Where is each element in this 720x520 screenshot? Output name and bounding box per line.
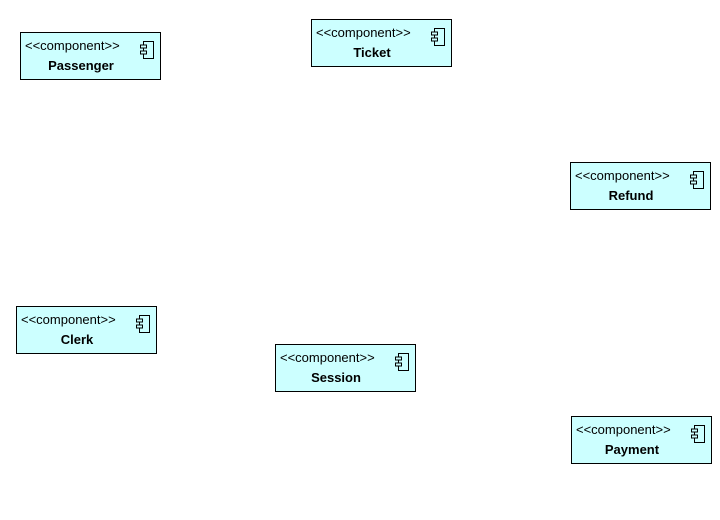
component-icon <box>140 41 154 59</box>
component-refund[interactable]: <<component>> Refund <box>570 162 711 210</box>
component-payment[interactable]: <<component>> Payment <box>571 416 712 464</box>
component-stereotype: <<component>> <box>575 168 670 183</box>
component-stereotype: <<component>> <box>316 25 411 40</box>
component-icon <box>691 425 705 443</box>
component-passenger[interactable]: <<component>> Passenger <box>20 32 161 80</box>
component-stereotype: <<component>> <box>576 422 671 437</box>
component-ticket[interactable]: <<component>> Ticket <box>311 19 452 67</box>
component-name: Clerk <box>60 332 94 347</box>
component-name: Passenger <box>48 58 114 73</box>
component-stereotype: <<component>> <box>25 38 120 53</box>
component-name: Ticket <box>353 45 391 60</box>
component-stereotype: <<component>> <box>21 312 116 327</box>
component-icon <box>395 353 409 371</box>
component-name: Session <box>311 370 361 385</box>
component-icon <box>136 315 150 333</box>
component-session[interactable]: <<component>> Session <box>275 344 416 392</box>
component-icon <box>690 171 704 189</box>
component-name: Refund <box>608 188 654 203</box>
component-clerk[interactable]: <<component>> Clerk <box>16 306 157 354</box>
component-stereotype: <<component>> <box>280 350 375 365</box>
component-icon <box>431 28 445 46</box>
component-name: Payment <box>604 442 660 457</box>
